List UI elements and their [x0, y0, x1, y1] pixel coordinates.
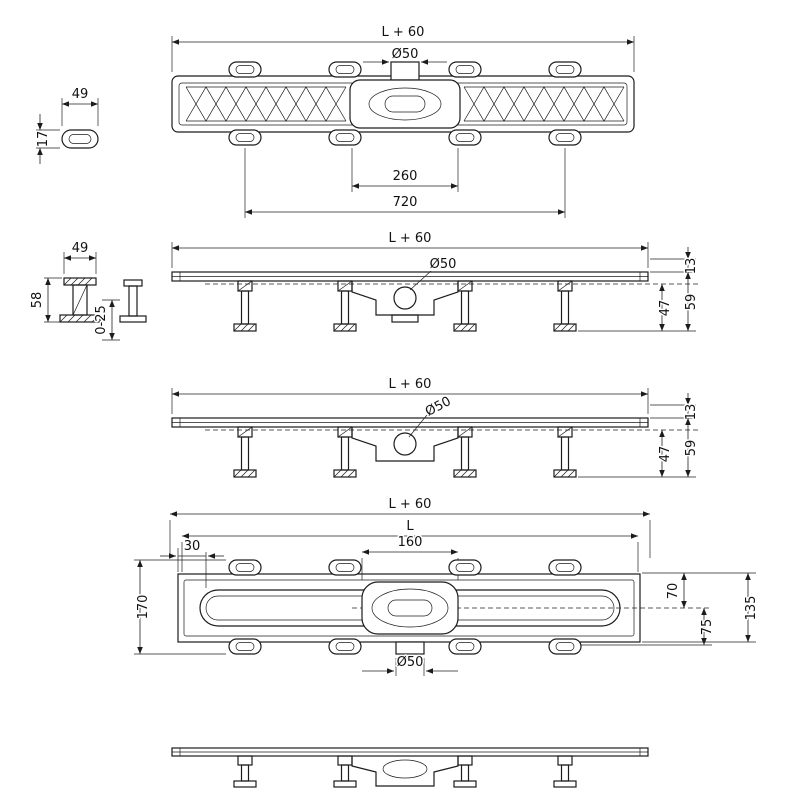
dim-foot-height: 58 — [30, 292, 45, 309]
dim-overall-width: 170 — [136, 595, 151, 620]
dim-drain-dia: Ø50 — [430, 257, 457, 272]
dim-slot-height: 17 — [36, 131, 51, 148]
support-leg — [333, 755, 357, 788]
support-leg — [233, 280, 257, 332]
support-leg — [333, 426, 357, 478]
dim-span-inner: 260 — [393, 169, 418, 184]
dim-length: L + 60 — [389, 231, 432, 246]
mount-tab — [328, 559, 362, 576]
mount-tab — [328, 129, 362, 146]
grate-pattern-left — [185, 86, 347, 122]
drain-outlet — [393, 432, 417, 456]
adjuster-head — [123, 279, 143, 287]
mount-tab — [448, 638, 482, 655]
outlet-stub — [395, 641, 425, 655]
mount-tab — [228, 129, 262, 146]
dim-depth: 59 — [684, 294, 699, 311]
mount-tab — [448, 559, 482, 576]
support-leg — [553, 755, 577, 788]
support-leg — [453, 755, 477, 788]
slot-outline — [61, 129, 99, 149]
drain-outlet — [393, 286, 417, 310]
plan-view: L + 60 L 30 160 170 — [134, 496, 761, 676]
bracket-foot — [59, 314, 101, 323]
grate-pattern-right — [463, 86, 625, 122]
support-leg — [553, 280, 577, 332]
trap-body — [351, 427, 459, 462]
dim-edge-offset: 30 — [184, 539, 201, 554]
support-leg — [333, 280, 357, 332]
dim-slot-width: 49 — [72, 87, 89, 102]
drain-body — [361, 581, 459, 635]
dim-half-top: 70 — [666, 583, 681, 600]
dim-trap-depth: 47 — [658, 300, 673, 317]
mount-tab — [448, 129, 482, 146]
support-leg — [553, 426, 577, 478]
foot-detail: 49 58 0-25 — [29, 240, 147, 341]
support-leg — [453, 426, 477, 478]
dim-depth: 59 — [684, 440, 699, 457]
support-leg — [233, 426, 257, 478]
dim-adjust-range: 0-25 — [94, 305, 109, 335]
mount-tab — [548, 129, 582, 146]
mount-tab — [228, 61, 262, 78]
support-leg — [453, 280, 477, 332]
trap-body — [351, 281, 459, 316]
dim-trap-depth: 47 — [658, 446, 673, 463]
dim-top-offset: 13 — [684, 404, 699, 421]
grate-top-view: L + 60 Ø50 260 720 — [171, 24, 635, 218]
mount-tab — [228, 638, 262, 655]
dim-length: L — [406, 519, 414, 534]
slot-detail: 49 17 — [35, 86, 99, 164]
dim-drain-dia: Ø50 — [397, 655, 424, 670]
drain-housing — [349, 79, 461, 129]
dim-half-bottom: 75 — [700, 619, 715, 636]
dim-body-width: 135 — [744, 596, 759, 621]
dim-span-outer: 720 — [393, 195, 418, 210]
dim-length: L + 60 — [382, 25, 425, 40]
mount-tab — [548, 559, 582, 576]
dim-length-total: L + 60 — [389, 497, 432, 512]
bottom-view — [171, 747, 649, 788]
dim-drain-dia: Ø50 — [423, 394, 454, 420]
adjuster-foot — [119, 315, 147, 323]
dim-body-length: 160 — [398, 535, 423, 550]
mount-tab — [448, 61, 482, 78]
mount-tab — [548, 61, 582, 78]
mount-tab — [548, 638, 582, 655]
mount-tab — [328, 638, 362, 655]
side-view-b: L + 60 Ø50 13 59 47 — [171, 376, 701, 478]
dim-drain-dia: Ø50 — [392, 47, 419, 62]
mount-tab — [228, 559, 262, 576]
outlet-stub — [390, 61, 420, 81]
mount-tab — [328, 61, 362, 78]
dim-foot-width: 49 — [72, 241, 89, 256]
support-leg — [233, 755, 257, 788]
dim-top-offset: 13 — [684, 258, 699, 275]
trap-body — [351, 756, 459, 787]
dim-length: L + 60 — [389, 377, 432, 392]
side-view-a: L + 60 Ø50 13 59 47 — [171, 230, 701, 332]
